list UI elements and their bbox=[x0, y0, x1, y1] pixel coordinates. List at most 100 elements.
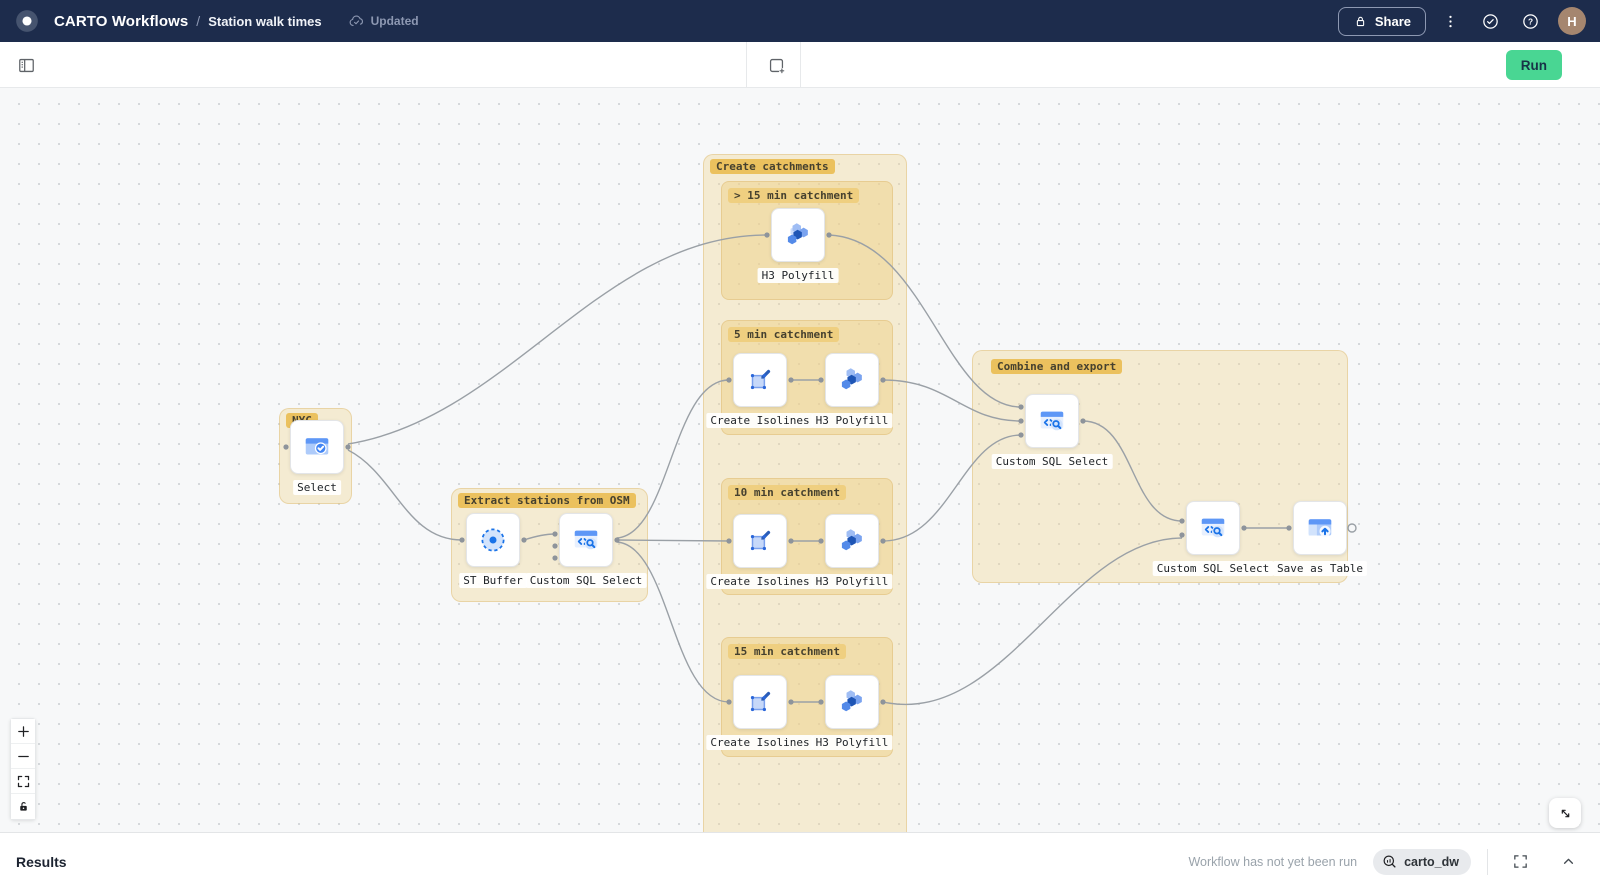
save-status: Updated bbox=[348, 13, 419, 30]
connection-label: carto_dw bbox=[1404, 854, 1459, 869]
workflow-name: Station walk times bbox=[208, 13, 322, 29]
group-label: 10 min catchment bbox=[728, 485, 846, 500]
collapse-results-button[interactable] bbox=[1552, 846, 1584, 878]
app-header: CARTO Workflows / Station walk times Upd… bbox=[0, 0, 1600, 42]
node-custom-sql-select-combine-2[interactable] bbox=[1186, 501, 1240, 555]
node-label: Create Isolines bbox=[706, 735, 814, 750]
group-label: Create catchments bbox=[710, 159, 835, 174]
output-handle-open bbox=[1347, 523, 1357, 533]
lock-icon bbox=[1356, 16, 1365, 26]
node-label: Custom SQL Select bbox=[525, 573, 647, 588]
plus-icon bbox=[17, 725, 29, 737]
lock-toggle-button[interactable] bbox=[11, 794, 35, 819]
toolbar-divider bbox=[800, 42, 801, 87]
create-isolines-icon bbox=[750, 530, 771, 551]
results-bar: Results Workflow has not yet been run ca… bbox=[0, 832, 1600, 890]
node-save-as-table[interactable] bbox=[1293, 501, 1347, 555]
add-note-button[interactable] bbox=[760, 49, 792, 81]
database-connection-icon bbox=[1383, 855, 1396, 868]
sidebar-toggle-button[interactable] bbox=[10, 49, 42, 81]
node-label: ST Buffer bbox=[459, 573, 527, 588]
app-title: CARTO Workflows bbox=[54, 12, 189, 30]
node-select[interactable] bbox=[290, 420, 344, 474]
add-frame-icon bbox=[769, 58, 784, 73]
node-label: H3 Polyfill bbox=[757, 268, 839, 283]
edge-sql-to-iso5 bbox=[616, 379, 730, 539]
footer-divider bbox=[1487, 848, 1488, 875]
create-isolines-icon bbox=[750, 369, 771, 390]
edge-sql-to-iso10 bbox=[616, 539, 730, 542]
h3-polyfill-icon bbox=[787, 223, 808, 245]
st-buffer-icon bbox=[481, 528, 505, 552]
edge-select-to-stbuffer bbox=[347, 449, 463, 541]
group-label: > 15 min catchment bbox=[728, 188, 860, 203]
node-h3-polyfill-10min[interactable] bbox=[825, 514, 879, 568]
more-menu-button[interactable] bbox=[1434, 5, 1466, 37]
node-create-isolines-10min[interactable] bbox=[733, 514, 787, 568]
svg-text:?: ? bbox=[1527, 16, 1532, 26]
results-title: Results bbox=[16, 853, 67, 870]
h3-polyfill-icon bbox=[841, 529, 862, 551]
edge-h3gt15-to-sqlcombine1 bbox=[828, 234, 1022, 408]
share-button[interactable]: Share bbox=[1337, 6, 1426, 36]
expand-canvas-button[interactable] bbox=[1549, 798, 1581, 828]
node-label: Custom SQL Select bbox=[991, 454, 1113, 469]
check-circle-icon bbox=[1482, 13, 1498, 29]
zoom-out-button[interactable] bbox=[11, 744, 35, 769]
node-custom-sql-select[interactable] bbox=[559, 513, 613, 567]
workflow-canvas[interactable]: NYC Extract stations from OSM Create cat… bbox=[0, 88, 1600, 832]
create-isolines-icon bbox=[750, 691, 771, 712]
node-h3-polyfill-5min[interactable] bbox=[825, 353, 879, 407]
node-h3-polyfill-15min[interactable] bbox=[825, 675, 879, 729]
fit-view-button[interactable] bbox=[11, 769, 35, 794]
fullscreen-results-button[interactable] bbox=[1504, 846, 1536, 878]
minus-icon bbox=[17, 755, 29, 757]
node-label: Custom SQL Select bbox=[1152, 561, 1274, 576]
save-status-label: Updated bbox=[370, 14, 419, 28]
edge-h3-15-to-sqlcombine2 bbox=[882, 537, 1183, 705]
carto-logo bbox=[16, 10, 38, 32]
h3-polyfill-icon bbox=[841, 690, 862, 712]
node-create-isolines-15min[interactable] bbox=[733, 675, 787, 729]
cloud-check-icon bbox=[349, 15, 363, 26]
diagonal-resize-icon bbox=[1561, 809, 1569, 817]
node-st-buffer[interactable] bbox=[466, 513, 520, 567]
canvas-toolbar: Run bbox=[0, 42, 1600, 88]
user-avatar[interactable]: H bbox=[1558, 7, 1586, 35]
custom-sql-select-icon bbox=[1040, 411, 1064, 431]
kebab-icon bbox=[1448, 15, 1452, 27]
group-label: Combine and export bbox=[991, 359, 1123, 374]
share-label: Share bbox=[1374, 13, 1411, 29]
zoom-in-button[interactable] bbox=[11, 719, 35, 744]
fit-view-icon bbox=[17, 775, 29, 787]
edge-select-to-h3-gt15 bbox=[347, 234, 768, 445]
fullscreen-icon bbox=[1513, 855, 1527, 868]
chevron-up-icon bbox=[1563, 858, 1573, 864]
node-label: Create Isolines bbox=[706, 413, 814, 428]
node-label: H3 Polyfill bbox=[811, 413, 893, 428]
run-button[interactable]: Run bbox=[1505, 50, 1562, 80]
lock-open-icon bbox=[19, 802, 27, 811]
node-label: H3 Polyfill bbox=[811, 735, 893, 750]
custom-sql-select-icon bbox=[1201, 518, 1225, 538]
h3-polyfill-icon bbox=[841, 368, 862, 390]
node-custom-sql-select-combine-1[interactable] bbox=[1025, 394, 1079, 448]
node-h3-polyfill-gt15[interactable] bbox=[771, 208, 825, 262]
connection-badge[interactable]: carto_dw bbox=[1373, 848, 1471, 875]
select-icon bbox=[305, 438, 329, 455]
edge-layer bbox=[283, 232, 1357, 705]
node-label: Select bbox=[293, 480, 341, 495]
edge-sqlcombine1-to-sqlcombine2 bbox=[1082, 420, 1183, 522]
validation-button[interactable] bbox=[1474, 5, 1506, 37]
zoom-controls bbox=[10, 718, 36, 820]
help-button[interactable]: ? bbox=[1514, 5, 1546, 37]
edge-sql-to-iso15 bbox=[616, 541, 730, 703]
save-as-table-icon bbox=[1308, 519, 1332, 537]
group-label: 5 min catchment bbox=[728, 327, 840, 342]
node-create-isolines-5min[interactable] bbox=[733, 353, 787, 407]
custom-sql-select-icon bbox=[574, 530, 598, 550]
breadcrumb-separator: / bbox=[196, 13, 201, 29]
group-label: Extract stations from OSM bbox=[458, 493, 636, 508]
help-circle-icon: ? bbox=[1522, 13, 1538, 29]
results-status: Workflow has not yet been run bbox=[1188, 854, 1358, 869]
